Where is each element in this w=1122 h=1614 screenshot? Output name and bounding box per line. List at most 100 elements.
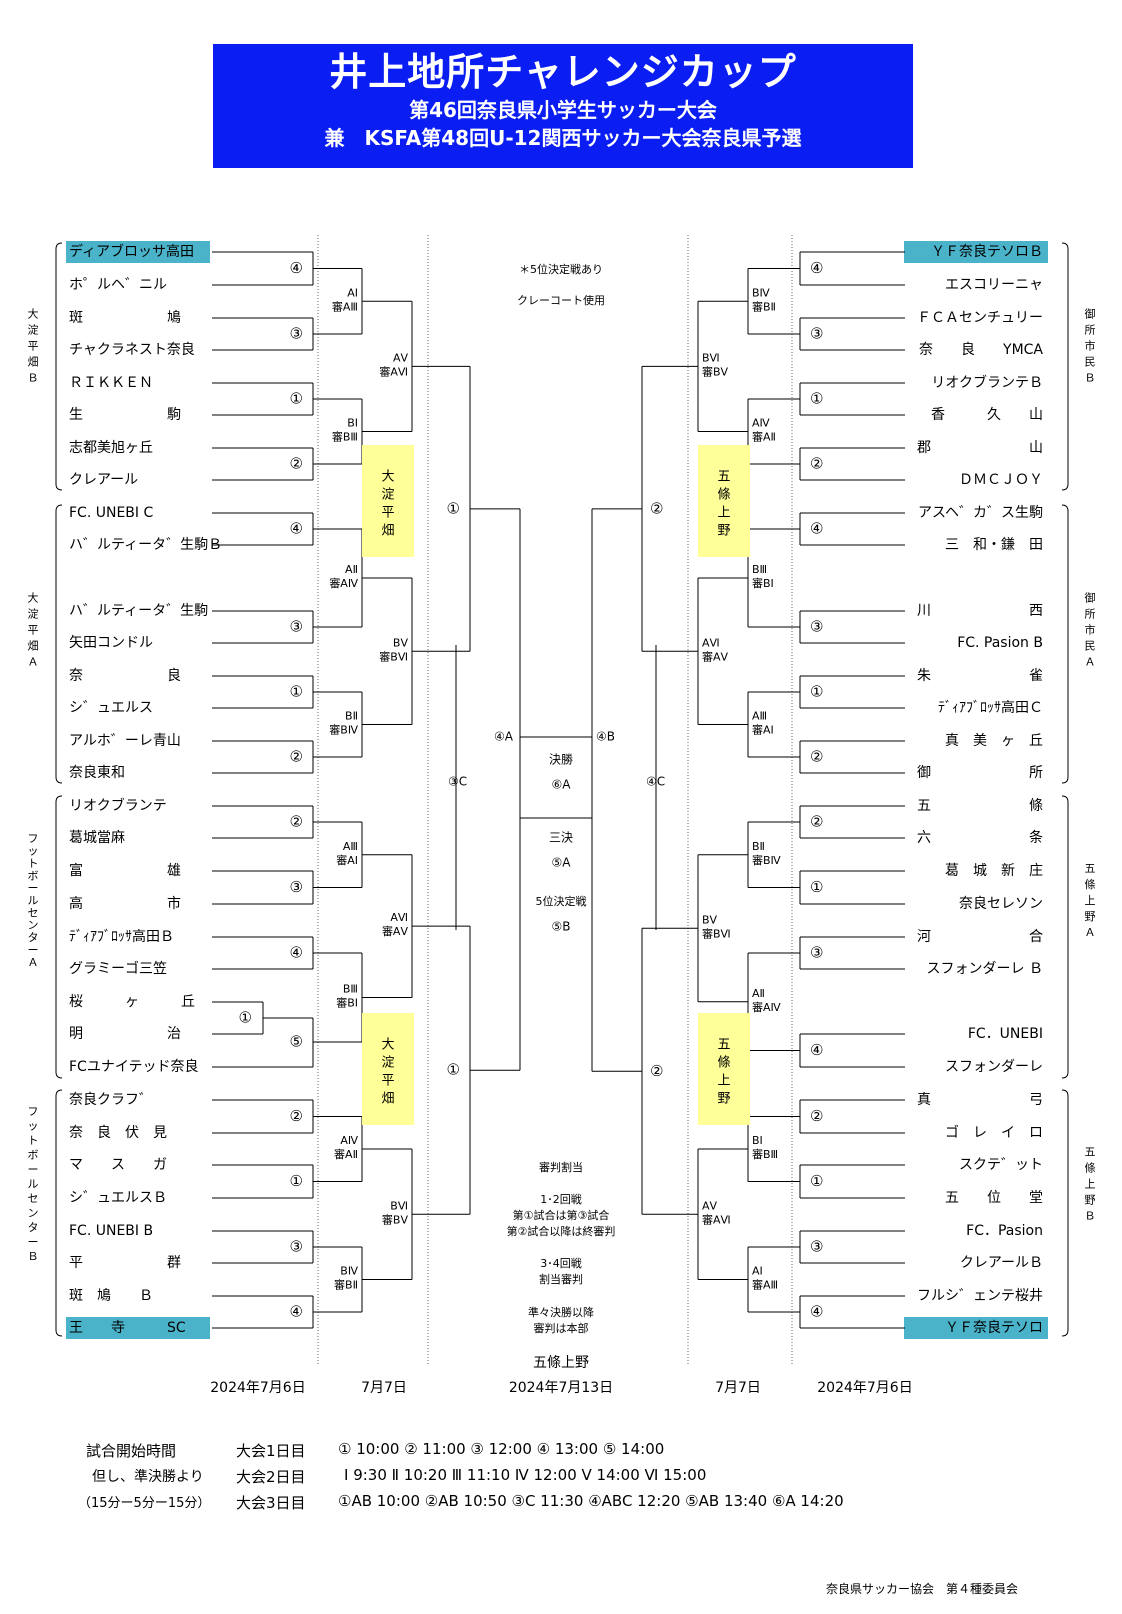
referee-note: 第②試合以降は終審判 — [507, 1224, 616, 1238]
venue-label: 五 — [717, 1038, 730, 1053]
venue-label: 平 — [381, 1074, 394, 1089]
match-number: ③C — [448, 775, 467, 789]
team-name-right: スフォンダーレ Ｂ — [927, 961, 1043, 977]
team-name-left: リオクブランテ — [69, 797, 167, 814]
group-brace — [1061, 504, 1069, 784]
match-number: ① — [810, 1172, 823, 1190]
match-number: ④ — [290, 1303, 303, 1321]
group-label: 五 — [1085, 862, 1096, 875]
round-label: AⅡ — [752, 987, 765, 1000]
match-number: ④ — [810, 1041, 823, 1059]
group-label: 所 — [1085, 324, 1096, 337]
group-label: フ — [28, 1105, 39, 1118]
schedule-label-2: 但し、準決勝より — [92, 1469, 204, 1485]
team-name-right: ＹＦ奈良テソロＢ — [931, 244, 1043, 260]
team-name-right: 五 條 — [917, 798, 1043, 814]
team-name-left: 桜 ヶ 丘 — [69, 994, 195, 1010]
match-number: ③ — [290, 618, 303, 636]
round-label: AⅣ — [340, 1134, 359, 1147]
referee-label: 審AⅢ — [752, 1278, 778, 1292]
group-label: 條 — [1085, 1161, 1096, 1175]
group-label: Ａ — [28, 956, 39, 969]
team-name-right: 五 位 堂 — [945, 1190, 1043, 1206]
subtitle-1: 第46回奈良県小学生サッカー大会 — [409, 98, 717, 122]
round-label: BⅣ — [752, 286, 771, 299]
referee-label: 審BⅣ — [329, 723, 359, 737]
group-brace — [1061, 242, 1069, 491]
schedule-day-3: 大会3日目 — [236, 1494, 306, 1512]
group-label: ン — [28, 919, 39, 932]
round-label: AⅥ — [390, 911, 408, 924]
group-label: 市 — [1085, 623, 1096, 637]
team-name-left: 矢田コンドル — [69, 635, 153, 651]
group-label: ー — [28, 943, 39, 956]
group-label: ッ — [28, 845, 39, 858]
group-label: ー — [28, 882, 39, 895]
team-name-right: ＤＭＣＪＯＹ — [959, 472, 1043, 488]
round-label: AⅣ — [752, 417, 771, 430]
group-label: ル — [28, 1178, 39, 1191]
team-name-right: ＹＦ奈良テソロ — [945, 1320, 1043, 1336]
group-label: Ｂ — [1085, 372, 1096, 385]
group-label: 御 — [1085, 307, 1096, 321]
round-label: AⅤ — [393, 351, 409, 364]
group-label: セ — [28, 1192, 39, 1205]
referee-label: 審BⅢ — [752, 1147, 778, 1161]
match-number: ② — [810, 813, 823, 831]
round-label: AⅢ — [343, 840, 358, 853]
referee-note: 審判割当 — [539, 1160, 583, 1174]
venue-label: 畑 — [381, 524, 394, 539]
group-label: ン — [28, 1206, 39, 1219]
group-label: Ｂ — [28, 1250, 39, 1263]
venue-label: 淀 — [381, 1056, 394, 1071]
match-number: ② — [810, 1107, 823, 1125]
team-name-left: クレアール — [69, 472, 138, 488]
team-name-left: FCユナイテッド奈良 — [69, 1059, 199, 1075]
group-label: Ｂ — [28, 372, 39, 385]
match-number: ② — [290, 748, 303, 766]
team-highlight — [904, 241, 1048, 263]
team-name-left: ディアブロッサ高田 — [69, 243, 194, 260]
date-label: 2024年7月6日 — [817, 1380, 912, 1396]
referee-label: 審AⅡ — [752, 430, 776, 444]
group-label: ー — [28, 1163, 39, 1176]
group-label: Ａ — [28, 656, 39, 669]
team-name-left: チャクラネスト奈良 — [69, 342, 195, 358]
match-number: ④A — [494, 730, 514, 744]
referee-label: 審BⅡ — [334, 1278, 358, 1292]
round-label: BⅣ — [340, 1265, 359, 1278]
team-name-right: 奈良セレソン — [959, 896, 1043, 912]
subtitle-2: 兼 KSFA第48回U-12関西サッカー大会奈良県予選 — [324, 126, 802, 150]
group-label: ト — [28, 857, 39, 870]
team-highlight — [66, 241, 210, 263]
referee-label: 審AⅢ — [332, 299, 358, 313]
group-brace — [1061, 795, 1069, 1079]
round-label: AⅡ — [345, 563, 358, 576]
referee-label: 審AⅠ — [336, 853, 358, 867]
match-number: ② — [650, 1062, 663, 1080]
team-name-right: ＦＣＡセンチュリー — [917, 310, 1043, 326]
group-label: ー — [28, 1235, 39, 1248]
group-label: 大 — [28, 307, 39, 321]
match-number: ② — [290, 1107, 303, 1125]
match-number: ① — [290, 390, 303, 408]
schedule-times-2: Ⅰ 9:30 Ⅱ 10:20 Ⅲ 11:10 Ⅳ 12:00 Ⅴ 14:00 Ⅵ… — [344, 1466, 707, 1484]
note: ⑤A — [552, 856, 572, 870]
team-name-left: ＲＩＫＫＥＮ — [69, 375, 153, 391]
team-name-left: マ ス ガ — [69, 1157, 167, 1173]
match-number: ① — [810, 878, 823, 896]
venue-box — [362, 1013, 414, 1125]
team-name-left: グラミーゴ三笠 — [69, 960, 167, 977]
venue-label: 上 — [717, 1074, 730, 1089]
venue-label: 淀 — [381, 488, 394, 503]
group-label: タ — [28, 1221, 39, 1234]
group-label: 平 — [28, 340, 39, 353]
team-name-left: 平 群 — [69, 1255, 181, 1271]
match-number: ④B — [596, 730, 615, 744]
header-banner: 井上地所チャレンジカップ 第46回奈良県小学生サッカー大会 兼 KSFA第48回… — [213, 44, 913, 168]
team-highlight — [904, 1317, 1048, 1339]
match-number: ② — [810, 455, 823, 473]
match-number: ① — [810, 683, 823, 701]
date-label: 2024年7月13日 — [509, 1380, 613, 1396]
